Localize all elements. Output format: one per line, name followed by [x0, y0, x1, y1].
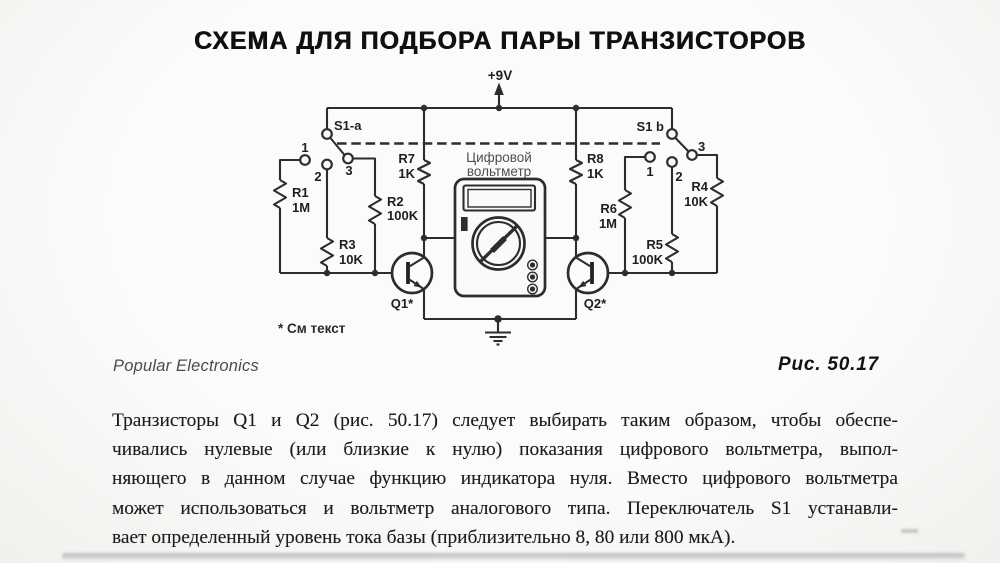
resistor-r6-ref: R6: [600, 201, 617, 216]
s1a-label: S1-a: [334, 118, 362, 133]
supply-label: +9V: [488, 68, 512, 83]
transistor-q1: Q1*: [390, 251, 434, 311]
s1b-contact-3-label: 3: [698, 139, 705, 154]
paragraph-line: няющего в данном случае функцию индикато…: [112, 468, 898, 490]
resistor-r5-ref: R5: [646, 237, 663, 252]
s1b-contact-1: [644, 151, 656, 163]
resistor-r8: R8 1K: [568, 151, 604, 185]
s1b-pole-contact: [666, 128, 678, 140]
voltmeter: Цифровой вольтметр: [453, 150, 547, 298]
resistor-r2: R2 100K: [367, 194, 419, 225]
schematic-footnote: * См текст: [278, 321, 346, 336]
transistor-q2: Q2*: [566, 251, 610, 311]
s1a-contact-1: [299, 154, 311, 166]
resistor-r4-ref: R4: [691, 179, 708, 194]
voltmeter-display-inner: [467, 188, 532, 208]
voltmeter-label-line1: Цифровой: [466, 150, 532, 165]
resistor-r2-ref: R2: [387, 194, 404, 209]
s1a-contact-3-label: 3: [345, 163, 352, 178]
s1a-pole-contact: [321, 128, 333, 140]
supply-arrow-icon: [494, 82, 504, 95]
s1a-contact-1-label: 1: [301, 140, 308, 155]
switch-s1a: S1-a 1 2 3: [299, 118, 362, 184]
resistor-r3-value: 10K: [339, 252, 363, 267]
figure-label: Рис. 50.17: [778, 354, 879, 375]
resistor-r4-value: 10K: [684, 194, 708, 209]
resistor-r2-value: 100K: [387, 208, 419, 223]
scan-artifact: [901, 529, 918, 533]
q2-emitter-arrow-icon: [578, 280, 587, 288]
resistor-r1-ref: R1: [292, 185, 309, 200]
paragraph-line: вает определенный уровень тока базы (при…: [112, 526, 736, 548]
voltmeter-label-line2: вольтметр: [467, 164, 531, 179]
page-edge-shadow: [62, 553, 965, 560]
voltmeter-buttons: [527, 259, 539, 295]
resistor-r3-ref: R3: [339, 237, 356, 252]
s1a-contact-2-label: 2: [314, 169, 321, 184]
wires: [278, 104, 719, 321]
paragraph-line: Транзисторы Q1 и Q2 (рис. 50.17) следует…: [112, 410, 898, 431]
paragraph-line: может использоваться и вольтметр аналого…: [112, 497, 898, 519]
voltmeter-body: [453, 177, 547, 298]
s1b-wiper-arm: [674, 136, 690, 153]
voltmeter-dial-knob: [490, 236, 507, 253]
resistor-r7-ref: R7: [398, 151, 415, 166]
s1b-contact-2-label: 2: [675, 169, 682, 184]
page-title: СХЕМА ДЛЯ ПОДБОРА ПАРЫ ТРАНЗИСТОРОВ: [193, 27, 807, 55]
resistor-r6: R6 1M: [599, 189, 633, 231]
ground-icon: [485, 315, 511, 346]
q1-label: Q1*: [391, 296, 414, 311]
resistor-r7: R7 1K: [398, 151, 432, 185]
s1b-contact-2: [666, 156, 678, 168]
switch-s1b: S1 b 1 2 3: [637, 119, 706, 184]
resistor-r7-value: 1K: [398, 166, 415, 181]
resistor-r3: R3 10K: [319, 237, 363, 267]
s1b-label: S1 b: [637, 119, 665, 134]
q2-label: Q2*: [584, 296, 607, 311]
voltmeter-power-switch: [461, 217, 468, 231]
resistor-r8-ref: R8: [587, 151, 604, 166]
supply-9v: +9V: [488, 68, 512, 108]
resistor-r6-value: 1M: [599, 216, 617, 231]
resistor-r5-value: 100K: [632, 252, 664, 267]
s1b-contact-1-label: 1: [646, 164, 653, 179]
s1b-contact-3: [686, 149, 698, 161]
source-credit: Popular Electronics: [113, 357, 259, 375]
caption-paragraph: Транзисторы Q1 и Q2 (рис. 50.17) следует…: [112, 406, 898, 552]
paragraph-line: чивались нулевые (или близкие к нулю) по…: [112, 439, 898, 461]
s1a-contact-2: [321, 158, 333, 171]
voltmeter-display: [462, 184, 537, 212]
resistor-r4: R4 10K: [684, 177, 725, 209]
resistor-r1-value: 1M: [292, 200, 310, 215]
resistor-r1: R1 1M: [272, 179, 310, 215]
resistor-r8-value: 1K: [587, 166, 604, 181]
resistor-r5: R5 100K: [632, 233, 680, 267]
voltmeter-dial-outer: [471, 216, 526, 271]
q1-emitter-arrow-icon: [413, 280, 422, 288]
s1a-contact-3: [342, 152, 354, 165]
s1a-wiper-arm: [329, 136, 346, 156]
voltmeter-dial-inner: [475, 220, 522, 267]
